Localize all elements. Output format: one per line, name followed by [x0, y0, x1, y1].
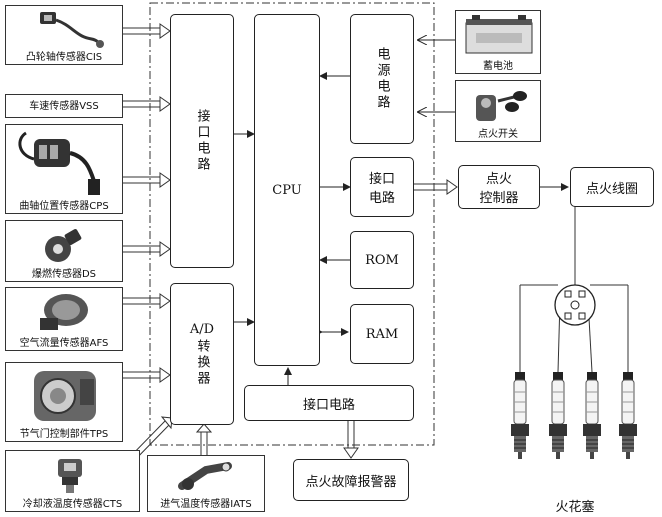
sensor-afs: 空气流量传感器AFS [5, 287, 123, 351]
ecu-boundary [149, 2, 435, 446]
block-label-line1: 点火 [485, 172, 512, 187]
ad-converter: A/D 转换器 [170, 283, 234, 425]
sensor-label: 曲轴位置传感器CPS [19, 201, 109, 212]
ignition-fault-alarm: 点火故障报警器 [293, 459, 409, 501]
block-label: 接口电路 [302, 397, 355, 413]
sensor-label: 车速传感器VSS [29, 101, 99, 112]
block-label: 接口电路 [194, 109, 210, 173]
ignition-controller: 点火 控制器 [458, 165, 540, 209]
ignition-key-icon [476, 91, 527, 121]
sensor-ds: 爆燃传感器DS [5, 220, 123, 282]
distributor-cap [554, 284, 596, 326]
ignition-switch-label: 点火开关 [478, 129, 518, 140]
sensor-label: 进气温度传感器IATS [160, 499, 252, 510]
interface-circuit-bottom: 接口电路 [244, 385, 414, 421]
block-label-line1: 接口 [368, 172, 395, 187]
sensor-label: 爆燃传感器DS [31, 269, 97, 280]
knock-sensor-icon [45, 229, 82, 262]
crankshaft-sensor-icon [18, 131, 100, 195]
spark-plugs [511, 372, 637, 459]
spark-plug-label: 火花塞 [555, 499, 595, 515]
block-label: ROM [365, 252, 399, 268]
cpu-block: CPU [254, 14, 320, 366]
sensor-label: 空气流量传感器AFS [19, 338, 109, 349]
sensor-label: 节气门控制部件TPS [19, 429, 109, 440]
interface-circuit-left: 接口电路 [170, 14, 234, 268]
camshaft-sensor-icon [40, 12, 104, 48]
sensor-cts: 冷却液温度传感器CTS [5, 450, 140, 512]
coolant-temp-sensor-icon [58, 459, 82, 493]
ignition-switch: 点火开关 [455, 80, 541, 142]
ignition-coil: 点火线圈 [570, 167, 654, 207]
power-circuit: 电源电路 [350, 14, 414, 144]
intake-air-temp-sensor-icon [178, 462, 232, 490]
block-label-line2: 转换器 [194, 338, 210, 387]
battery-label: 蓄电池 [483, 61, 513, 72]
sensor-cps: 曲轴位置传感器CPS [5, 124, 123, 214]
interface-circuit-right: 接口 电路 [350, 157, 414, 217]
air-flow-sensor-icon [40, 294, 88, 330]
sensor-iats: 进气温度传感器IATS [147, 455, 265, 512]
block-label: 点火线圈 [585, 181, 638, 197]
block-label-line2: 控制器 [479, 191, 519, 206]
block-label: 点火故障报警器 [305, 474, 397, 490]
ram-block: RAM [350, 304, 414, 364]
rom-block: ROM [350, 231, 414, 289]
block-label: RAM [365, 326, 399, 342]
battery-icon [465, 15, 533, 54]
sensor-cis: 凸轮轴传感器CIS [5, 5, 123, 65]
battery: 蓄电池 [455, 10, 541, 74]
sensor-label: 凸轮轴传感器CIS [25, 52, 103, 63]
block-label: CPU [272, 182, 302, 198]
block-label-line2: 电路 [368, 191, 395, 206]
sensor-label: 冷却液温度传感器CTS [22, 499, 123, 510]
block-label: 电源电路 [374, 47, 390, 111]
throttle-body-icon [34, 371, 96, 421]
sensor-vss: 车速传感器VSS [5, 94, 123, 118]
sensor-tps: 节气门控制部件TPS [5, 362, 123, 442]
block-label-line1: A/D [189, 321, 215, 337]
